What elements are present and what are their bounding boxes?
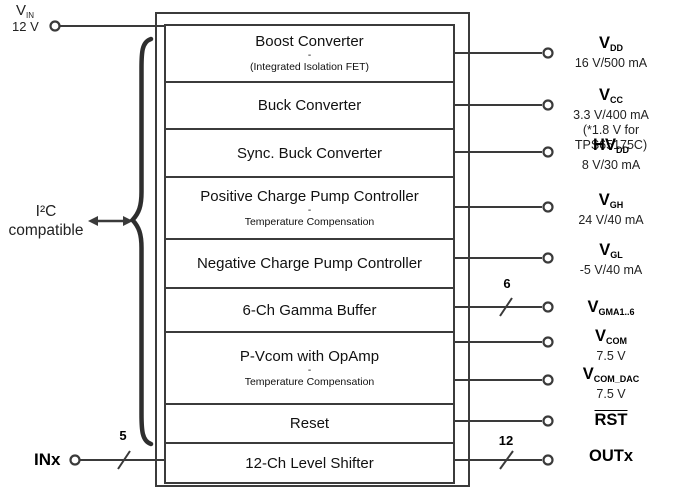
inx-bus-slash [117,450,131,470]
block-title: Boost Converter [255,33,364,50]
pin-name-text: HV [593,136,616,154]
inx-terminal-circle [69,454,81,466]
output-outx: OUTx [548,446,674,467]
block-title: Buck Converter [257,97,362,114]
vcom-terminal-circle [542,336,554,348]
vin-value-label: 12 V [12,19,39,34]
block-title: Negative Charge Pump Controller [196,255,423,272]
pin-name-text: V [587,298,599,316]
pin-subscript: GMA1..6 [598,307,635,317]
block-buck-converter: Buck Converter [164,81,455,130]
i2c-brace [129,36,154,447]
pin-name: VGH [548,190,674,213]
vgma-terminal-circle [542,301,554,313]
pin-detail: 24 V/40 mA [578,213,644,227]
block-divider: - [307,204,312,216]
block-title: 12-Ch Level Shifter [245,454,374,472]
pin-detail: 8 V/30 mA [581,158,641,172]
pin-detail: 7.5 V [596,349,626,363]
pin-name-text: V [598,34,610,52]
block-title: Reset [289,415,330,432]
output-vcc: VCC 3.3 V/400 mA (*1.8 V for TPS65175C) [548,85,674,153]
vdd-terminal-circle [542,47,554,59]
inx-bus-width: 5 [119,428,127,443]
vin-name-text: V [16,2,27,19]
pin-name: HVDD [548,135,674,158]
pin-name-text: RST [594,411,628,429]
pin-name: OUTx [548,446,674,467]
output-rst: RST [548,410,674,431]
outx-bus-width: 12 [498,433,514,448]
outx-terminal-circle [542,454,554,466]
pin-name: VGL [548,240,674,263]
pin-detail: 7.5 V [596,387,626,401]
block-positive-charge-pump: Positive Charge Pump Controller - Temper… [164,176,455,240]
pin-name-text: V [598,191,610,209]
block-negative-charge-pump: Negative Charge Pump Controller [164,238,455,289]
block-sync-buck-converter: Sync. Buck Converter [164,128,455,178]
block-subtitle: Temperature Compensation [244,215,375,228]
pin-name: VGMA1..6 [548,297,674,320]
i2c-label-line2: compatible [8,222,84,239]
vin-subscript: IN [26,11,35,20]
vgma-bus-slash [499,297,513,317]
block-subtitle: (Integrated Isolation FET) [249,61,370,73]
hvdd-terminal-circle [542,146,554,158]
pin-name: VCOM [548,326,674,349]
vin-pin-label: VIN [16,2,35,20]
pin-name: VDD [548,33,674,56]
output-vgl: VGL -5 V/40 mA [548,240,674,278]
vgma-bus-width: 6 [503,276,511,291]
vcc-terminal-circle [542,99,554,111]
pin-detail: 3.3 V/400 mA [573,108,649,122]
pin-name-text: V [594,327,606,345]
output-vcom: VCOM 7.5 V [548,326,674,364]
pin-name: VCC [548,85,674,108]
block-title: 6-Ch Gamma Buffer [242,301,377,319]
inx-pin-label: INx [34,450,61,469]
block-divider: - [307,50,312,61]
block-divider: - [307,364,312,376]
i2c-label-line1: I²C [35,203,57,220]
pin-name: RST [548,410,674,431]
block-subtitle: Temperature Compensation [244,375,375,388]
pin-detail: -5 V/40 mA [579,263,643,277]
pin-detail-note: (*1.8 V for TPS65175C) [574,123,648,152]
block-title: Sync. Buck Converter [236,144,383,162]
block-title: Positive Charge Pump Controller [200,187,419,205]
vin-terminal-circle [49,20,61,32]
pin-subscript: CC [610,95,623,105]
pin-subscript: COM_DAC [593,374,640,384]
output-vcom-dac: VCOM_DAC 7.5 V [548,364,674,402]
block-boost-converter: Boost Converter - (Integrated Isolation … [164,24,455,83]
output-hvdd: HVDD 8 V/30 mA [548,135,674,173]
block-title: P-Vcom with OpAmp [239,347,380,365]
vcomdac-terminal-circle [542,374,554,386]
block-level-shifter: 12-Ch Level Shifter [164,442,455,484]
output-vgh: VGH 24 V/40 mA [548,190,674,228]
pin-subscript: GH [609,200,624,210]
output-vdd: VDD 16 V/500 mA [548,33,674,71]
pin-name-text: V [598,86,610,104]
output-vgma: VGMA1..6 [548,297,674,320]
pin-name-text: OUTx [588,447,633,465]
block-pvcom-opamp: P-Vcom with OpAmp - Temperature Compensa… [164,331,455,405]
rst-terminal-circle [542,415,554,427]
vgh-terminal-circle [542,201,554,213]
i2c-arrow-icon [88,216,133,226]
pin-subscript: GL [610,250,623,260]
pin-subscript: DD [615,145,629,155]
pin-subscript: DD [610,43,623,53]
pin-name-text: V [599,241,611,259]
i2c-compatible-label: I²C compatible [0,202,92,240]
pin-subscript: COM [606,336,627,346]
vgl-terminal-circle [542,252,554,264]
pin-name-text: V [582,365,594,383]
outx-bus-slash [499,450,514,470]
pin-detail: 16 V/500 mA [574,56,648,70]
pin-name: VCOM_DAC [548,364,674,387]
